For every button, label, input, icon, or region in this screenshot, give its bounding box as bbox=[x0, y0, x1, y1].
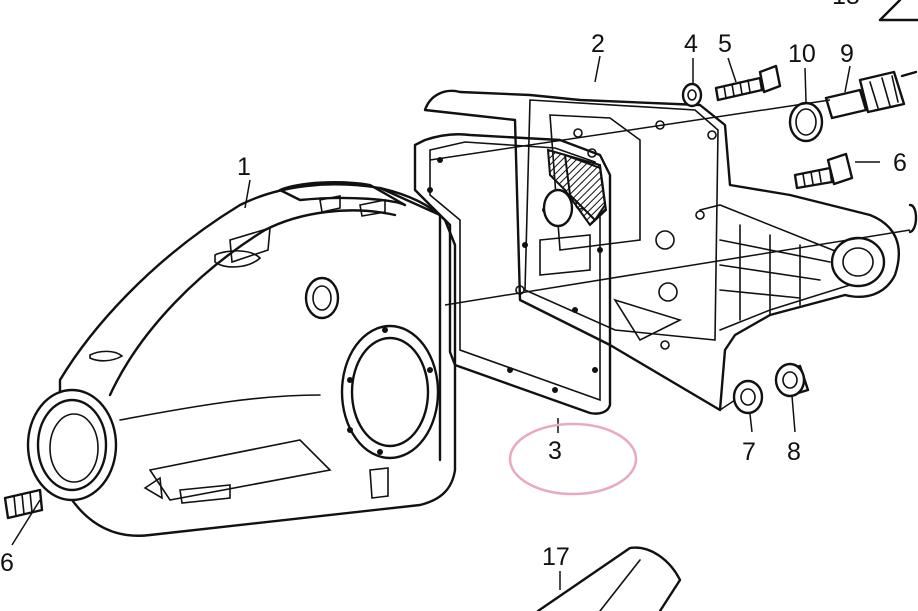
seal-ring-10 bbox=[788, 101, 824, 143]
rear-cover bbox=[423, 89, 918, 412]
bolt-6-right bbox=[793, 152, 854, 190]
callout-7: 7 bbox=[742, 438, 756, 466]
highlight-ellipse bbox=[508, 422, 638, 496]
callout-1: 1 bbox=[237, 153, 251, 181]
callout-3: 3 bbox=[548, 437, 562, 465]
sealant-tube-17 bbox=[536, 546, 682, 611]
warning-triangle-icon bbox=[878, 0, 918, 22]
callout-6-left: 6 bbox=[0, 549, 14, 577]
plug-8 bbox=[774, 362, 810, 398]
callout-6-right: 6 bbox=[893, 149, 907, 177]
differential-housing bbox=[3, 181, 457, 537]
callout-5: 5 bbox=[718, 30, 732, 58]
callout-17: 17 bbox=[542, 543, 570, 571]
sensor-9 bbox=[824, 70, 918, 120]
callout-2: 2 bbox=[591, 30, 605, 58]
callout-9: 9 bbox=[840, 40, 854, 68]
callout-10: 10 bbox=[788, 40, 816, 68]
washer-7 bbox=[732, 379, 764, 415]
callout-8: 8 bbox=[787, 438, 801, 466]
fasteners bbox=[536, 64, 918, 611]
bolt-5 bbox=[714, 64, 782, 102]
leader-lines bbox=[11, 55, 911, 590]
callout-labels: 1 2 3 4 5 6 6 7 8 9 10 17 18 bbox=[0, 0, 907, 577]
callout-18: 18 bbox=[832, 0, 860, 10]
sealing-washer-4 bbox=[681, 82, 703, 108]
callout-4: 4 bbox=[684, 30, 698, 58]
